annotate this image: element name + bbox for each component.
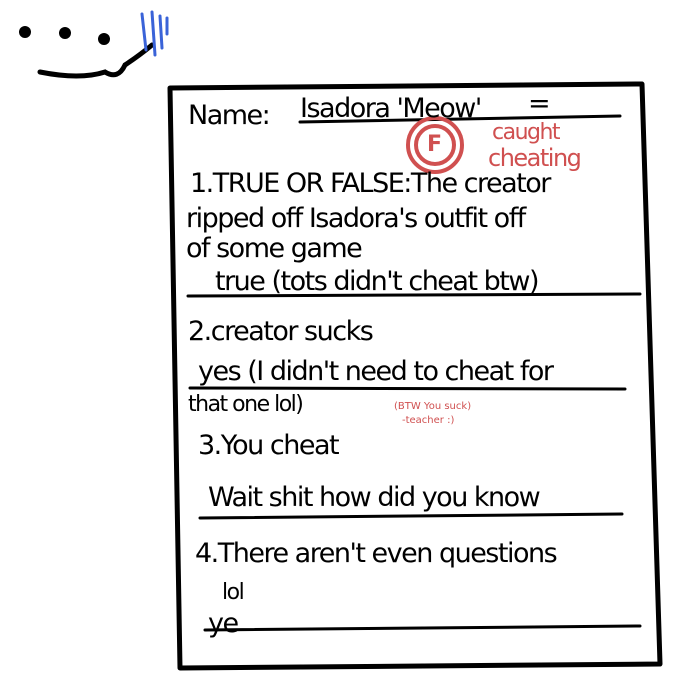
question-3: 3.You cheat bbox=[198, 430, 340, 461]
answer-2: that one lol) bbox=[188, 392, 304, 417]
paper-border bbox=[167, 81, 663, 671]
grade-circle-icon bbox=[406, 116, 464, 174]
question-1: 1.TRUE OR FALSE:The creator bbox=[190, 168, 551, 199]
question-1: ripped off Isadora's outfit off bbox=[186, 203, 526, 234]
answer-2: yes (I didn't need to cheat for bbox=[198, 356, 554, 387]
answer-4: ye bbox=[208, 608, 239, 639]
answer-1: true (tots didn't cheat btw) bbox=[215, 266, 539, 297]
face-doodle bbox=[19, 10, 169, 79]
question-2: 2.creator sucks bbox=[188, 316, 374, 347]
name-label: Name: bbox=[188, 100, 271, 131]
question-4: 4.There aren't even questions bbox=[195, 538, 558, 569]
answer-lines bbox=[186, 114, 642, 632]
answer-3: Wait shit how did you know bbox=[208, 482, 541, 513]
grade-note-line: caught bbox=[492, 120, 561, 145]
grade-note-line: cheating bbox=[488, 144, 582, 172]
teacher-note: (BTW You suck) bbox=[394, 401, 472, 412]
question-4: lol bbox=[222, 580, 245, 605]
question-1: of some game bbox=[186, 233, 363, 264]
name-value: Isadora 'Meow' bbox=[300, 93, 482, 124]
name-suffix: = bbox=[528, 88, 551, 119]
teacher-note: -teacher :) bbox=[402, 415, 455, 426]
grade-letter: F bbox=[427, 132, 442, 157]
